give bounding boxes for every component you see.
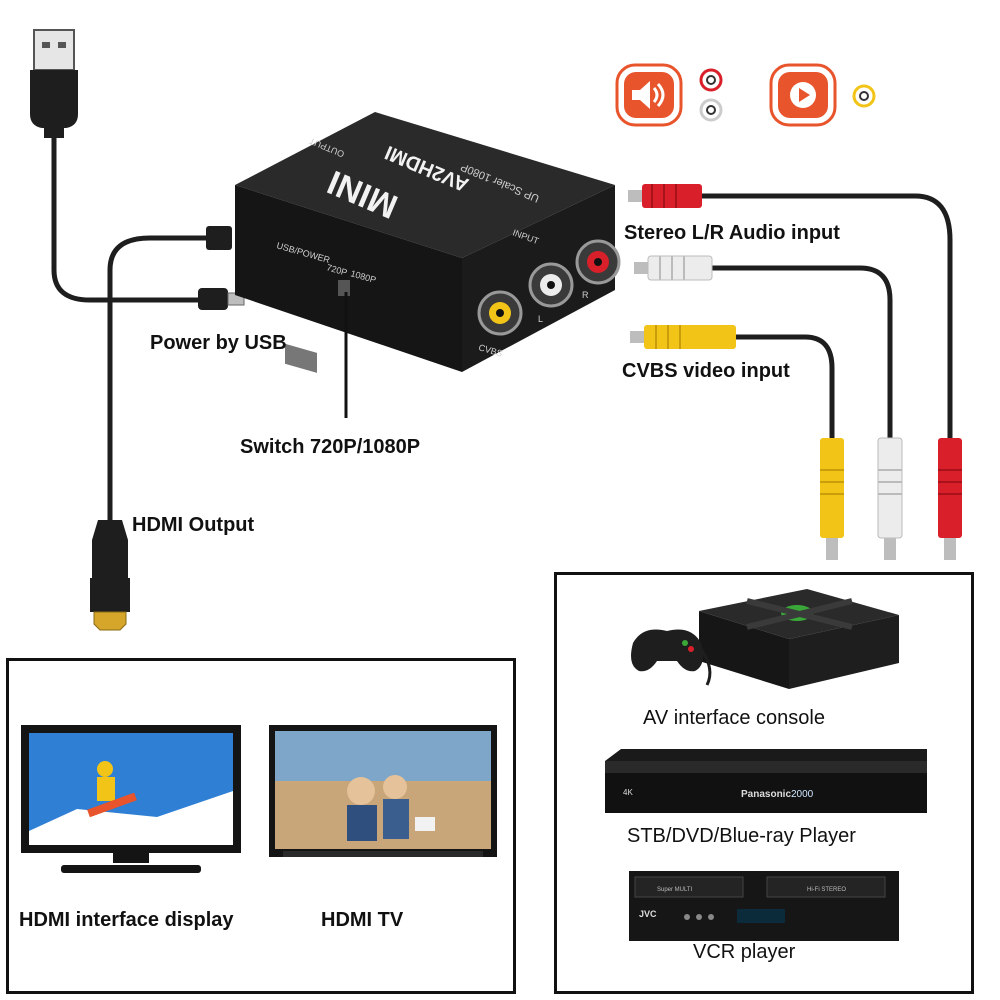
output-item-label: HDMI interface display <box>19 909 234 931</box>
vcr-tagline: Super MULTI <box>657 887 693 893</box>
yellow-rca-plug-v <box>820 438 844 560</box>
switch-label: Switch 720P/1080P <box>240 436 421 458</box>
hdmi-plug-device-end <box>206 226 232 250</box>
red-cable <box>700 193 953 440</box>
audio-icon-badge <box>615 63 683 127</box>
play-icon <box>790 82 816 108</box>
white-rca-plug-h <box>634 255 713 281</box>
red-rca-plug-h <box>628 184 702 208</box>
bluray-badge: 4K <box>623 788 633 797</box>
white-rca-plug-v <box>877 437 903 560</box>
console-image <box>631 589 899 689</box>
usb-cable <box>51 138 200 303</box>
video-input-label: CVBS video input <box>622 360 790 382</box>
jack-l-label: L <box>538 314 543 324</box>
hdmi-display-image <box>21 725 241 873</box>
input-item-label: AV interface console <box>643 707 825 729</box>
white-cable <box>710 265 893 440</box>
hdmi-cable <box>107 235 210 530</box>
hdmi-output-label: HDMI Output <box>132 514 255 536</box>
audio-input-label: Stereo L/R Audio input <box>624 222 840 244</box>
yellow-cable <box>735 334 835 440</box>
hdmi-tv-image <box>269 725 497 857</box>
outputs-panel: HDMI interface display HDMI TV <box>6 658 516 994</box>
input-item-label: VCR player <box>693 941 796 963</box>
video-icon-badge <box>769 63 837 127</box>
red-rca-plug-v <box>938 438 962 560</box>
vcr-hifi: Hi-Fi STEREO <box>807 887 846 893</box>
inputs-panel: AV interface console 4K Panasonic 2000 S… <box>554 572 974 994</box>
vcr-player-image: Super MULTI Hi-Fi STEREO JVC <box>629 871 899 941</box>
bluray-brand: Panasonic <box>741 789 791 800</box>
video-rca-dot <box>852 84 876 108</box>
av2hdmi-device <box>235 112 621 418</box>
speaker-icon <box>632 81 665 109</box>
bluray-player-image: 4K Panasonic 2000 <box>605 749 927 813</box>
controller <box>631 629 703 672</box>
yellow-rca-plug-h <box>630 325 736 349</box>
jack-r-label: R <box>582 290 589 300</box>
output-item-label: HDMI TV <box>321 909 404 931</box>
hdmi-plug <box>90 520 130 631</box>
usb-a-plug <box>30 29 78 138</box>
vcr-brand: JVC <box>639 909 657 919</box>
input-item-label: STB/DVD/Blue-ray Player <box>627 825 856 847</box>
power-label: Power by USB <box>150 332 287 354</box>
audio-rca-dots <box>699 68 723 122</box>
cable-diagram: MINI AV2HDMI UP Scaler 1080P OUTPUT INPU… <box>30 29 962 631</box>
bluray-display: 2000 <box>791 789 814 800</box>
